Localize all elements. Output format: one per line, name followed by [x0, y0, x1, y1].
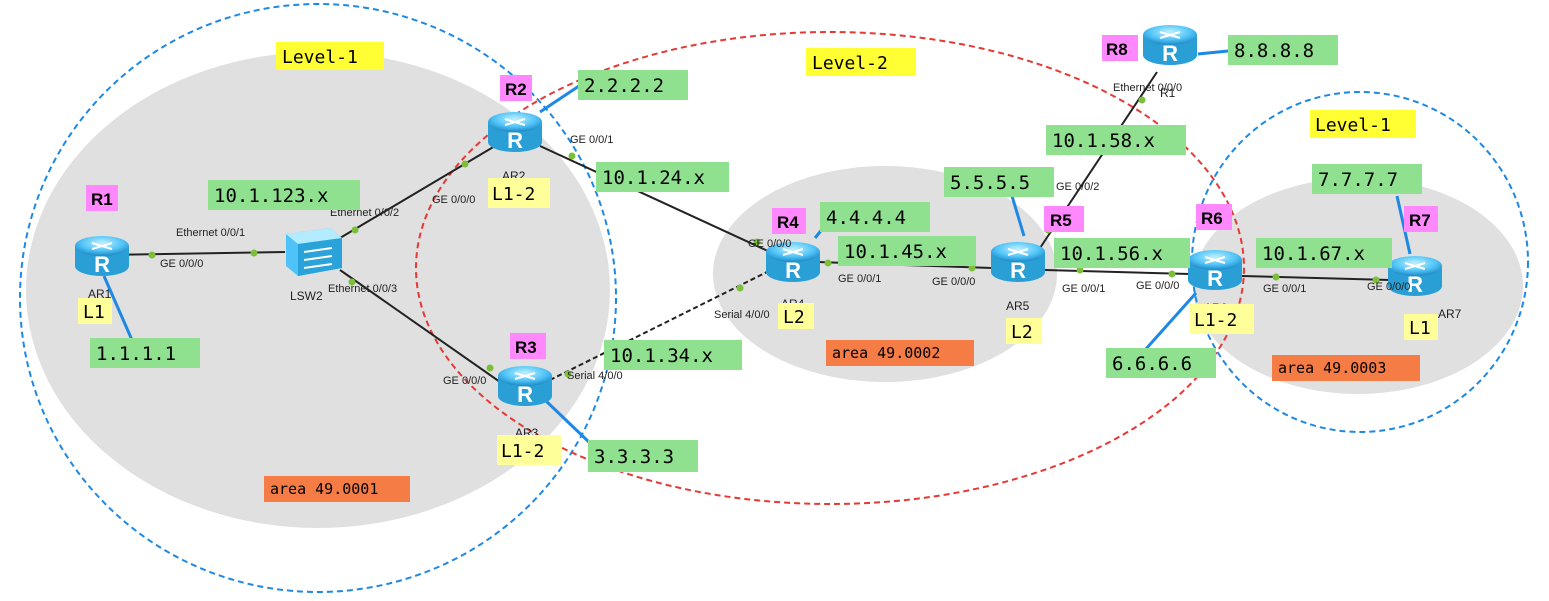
router-tag-ar7: R7 — [1409, 211, 1431, 230]
router-type-ar2: L1-2 — [492, 184, 535, 205]
router-tag-ar1: R1 — [91, 190, 113, 209]
level1-ring-left — [19, 3, 617, 593]
port-label: GE 0/0/0 — [443, 375, 486, 387]
subnet-label: 10.1.56.x — [1060, 243, 1163, 265]
router-tag-ar2: R2 — [505, 80, 527, 99]
area-region-49-0003 — [1193, 178, 1523, 394]
port-label: Serial 4/0/0 — [714, 309, 770, 321]
router-type-ar7: L1 — [1409, 318, 1431, 339]
loopback-ip-ar2: 2.2.2.2 — [584, 75, 664, 97]
port-label: GE 0/0/1 — [570, 134, 613, 146]
subnet-label: 10.1.67.x — [1262, 243, 1365, 265]
port-label: GE 0/0/1 — [838, 273, 881, 285]
port-label: GE 0/0/1 — [1062, 283, 1105, 295]
router-icon-ar5[interactable] — [990, 241, 1046, 284]
link-lsw2-ar3[interactable] — [339, 269, 501, 383]
port-label: GE 0/0/0 — [432, 194, 475, 206]
device-name-ar5: AR5 — [1006, 299, 1030, 313]
port-label: GE 0/0/1 — [1263, 283, 1306, 295]
level-tag-mid: Level-2 — [812, 53, 888, 74]
router-tag-ar3: R3 — [515, 338, 537, 357]
loopback-ip-ar1: 1.1.1.1 — [96, 343, 176, 365]
port-label: Serial 4/0/0 — [567, 370, 623, 382]
device-name-r1: R1 — [1160, 86, 1176, 100]
port-label: Ethernet 0/0/1 — [176, 227, 245, 239]
ip-boxes: 8.8.8.8 2.2.2.2 10.1.123.x 10.1.24.x 4.4… — [90, 35, 1422, 472]
router-tag-ar4: R4 — [777, 213, 799, 232]
loopback-ip-r1: 8.8.8.8 — [1234, 40, 1314, 62]
subnet-label: 10.1.58.x — [1052, 130, 1155, 152]
port-label: GE 0/0/0 — [1136, 280, 1179, 292]
switch-icon[interactable] — [286, 228, 342, 276]
router-icon-ar3[interactable] — [497, 365, 553, 408]
link-ar5-ar6[interactable] — [1044, 269, 1191, 275]
router-tag-ar5: R5 — [1050, 211, 1072, 230]
area-tag-49-0002: area 49.0002 — [832, 344, 940, 362]
router-tag-r1: R8 — [1106, 40, 1128, 59]
subnet-label: 10.1.34.x — [610, 345, 713, 367]
loopback-ip-ar4: 4.4.4.4 — [826, 207, 906, 229]
router-icon-ar2[interactable] — [487, 111, 543, 154]
router-icon-ar6[interactable] — [1187, 249, 1243, 292]
port-label: GE 0/0/0 — [160, 258, 203, 270]
port-label: GE 0/0/0 — [1367, 281, 1410, 293]
router-type-ar1: L1 — [83, 302, 105, 323]
router-type-ar6: L1-2 — [1194, 310, 1237, 331]
port-label: Ethernet 0/0/0 — [1113, 82, 1182, 94]
link-ar2-ar4[interactable] — [539, 145, 771, 253]
device-name-ar1: AR1 — [88, 287, 112, 301]
level-tag-left: Level-1 — [282, 47, 358, 68]
router-type-ar5: L2 — [1011, 322, 1033, 343]
area-region-49-0001 — [26, 52, 610, 528]
port-label: GE 0/0/0 — [748, 238, 791, 250]
link-ar6-ar7[interactable] — [1241, 275, 1391, 281]
port-label: GE 0/0/2 — [1056, 181, 1099, 193]
subnet-label: 10.1.123.x — [214, 185, 328, 207]
port-dots — [148, 96, 1380, 378]
router-icon-ar1[interactable] — [74, 235, 130, 278]
loopback-ip-ar7: 7.7.7.7 — [1318, 169, 1398, 191]
level-tag-right: Level-1 — [1315, 115, 1391, 136]
router-tag-ar6: R6 — [1201, 209, 1223, 228]
loopback-ip-ar6: 6.6.6.6 — [1112, 353, 1192, 375]
area-tag-49-0003: area 49.0003 — [1278, 359, 1386, 377]
device-name-lsw2: LSW2 — [290, 289, 323, 303]
port-label: Ethernet 0/0/3 — [328, 283, 397, 295]
subnet-label: 10.1.24.x — [602, 167, 705, 189]
router-icon-r1[interactable] — [1142, 24, 1198, 67]
subnet-label: 10.1.45.x — [844, 241, 947, 263]
loopback-stubs — [102, 49, 1412, 447]
router-type-ar4: L2 — [783, 307, 805, 328]
level2-ring — [415, 31, 1245, 505]
device-name-ar7: AR7 — [1438, 307, 1462, 321]
area-tag-49-0001: area 49.0001 — [270, 480, 378, 498]
loopback-ip-ar5: 5.5.5.5 — [950, 172, 1030, 194]
router-type-ar3: L1-2 — [501, 441, 544, 462]
loopback-ip-ar3: 3.3.3.3 — [594, 446, 674, 468]
port-label: GE 0/0/0 — [932, 276, 975, 288]
link-lsw2-ar2[interactable] — [339, 145, 496, 239]
